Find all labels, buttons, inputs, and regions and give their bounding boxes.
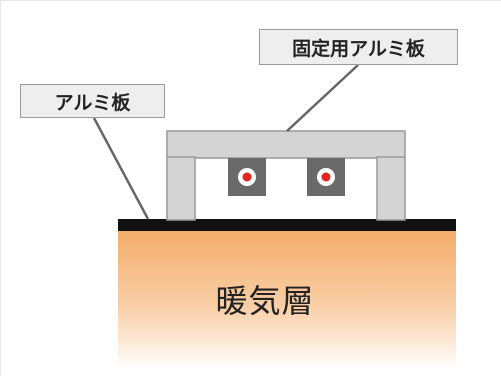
fixing-frame-right-leg [376,156,406,221]
aluminum-plate [118,219,456,231]
warm-air-layer [118,230,456,370]
warm-air-layer-label: 暖気層 [215,282,315,320]
fixing-frame-left-leg [166,156,196,221]
sensor-module-left [228,158,266,196]
fixing-plate-callout: 固定用アルミ板 [259,29,458,65]
frame-border-top [0,0,501,1]
sensor-module-right [307,158,345,196]
aluminum-plate-callout: アルミ板 [20,84,165,118]
fixing-frame-top-bar [166,130,406,159]
leader-line-right [286,64,359,132]
frame-border-left [0,0,1,376]
leader-line-left [92,117,150,220]
